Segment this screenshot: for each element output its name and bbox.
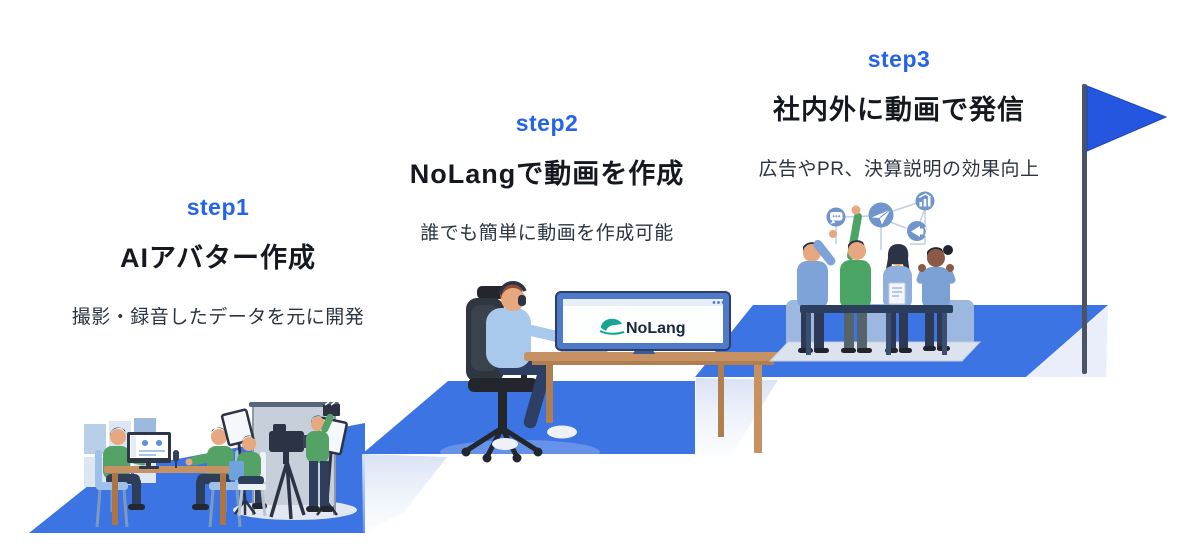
microphone-icon [173, 450, 179, 468]
step2-label: step2 [515, 110, 579, 136]
desk-icon [104, 466, 234, 525]
step2-title: NoLangで動画を作成 [409, 159, 685, 189]
cameraman [306, 401, 340, 512]
megaphone-icon [907, 221, 928, 241]
scene-step3-team [768, 191, 982, 362]
scene-step1-recording [84, 418, 244, 529]
step1-text-block: step1 AIアバター作成 撮影・録音したデータを元に開発 [40, 194, 396, 329]
studio-monitor-icon [127, 432, 171, 469]
step2-text-block: step2 NoLangで動画を作成 誰でも簡単に動画を作成可能 [380, 110, 714, 245]
person-arm-raised [840, 205, 872, 353]
nolang-logo-text: NoLang [626, 320, 686, 337]
step1-title: AIアバター作成 [120, 243, 316, 273]
growth-chart-icon [915, 191, 935, 211]
step3-text-block: step3 社内外に動画で発信 広告やPR、決算説明の効果向上 [718, 46, 1080, 181]
chat-icon [826, 207, 846, 227]
step3-label: step3 [867, 46, 931, 72]
step3-description: 広告やPR、決算説明の効果向上 [758, 159, 1040, 180]
meeting-table [800, 305, 953, 355]
step2-description: 誰でも簡単に動画を作成可能 [420, 223, 674, 244]
riser-shadow-step3 [696, 378, 778, 456]
step3-title: 社内外に動画で発信 [773, 95, 1025, 125]
platform-step3-right-shadow [1026, 306, 1108, 377]
nolang-monitor: NoLang [555, 291, 731, 354]
goal-flag-icon [1082, 84, 1168, 374]
share-plane-icon [868, 202, 894, 228]
scene-step2-nolang-desk: NoLang [440, 281, 782, 464]
nolang-logo-icon [599, 318, 625, 335]
clapperboard-icon [323, 401, 340, 416]
seated-person [486, 281, 577, 450]
person-with-document [883, 244, 912, 353]
step1-description: 撮影・録音したデータを元に開発 [71, 307, 365, 328]
seated-subject [229, 435, 267, 517]
riser-shadow-step2 [362, 454, 447, 533]
person-clapping [916, 245, 956, 351]
step1-label: step1 [186, 194, 250, 220]
scene-step1-filming [220, 401, 357, 520]
